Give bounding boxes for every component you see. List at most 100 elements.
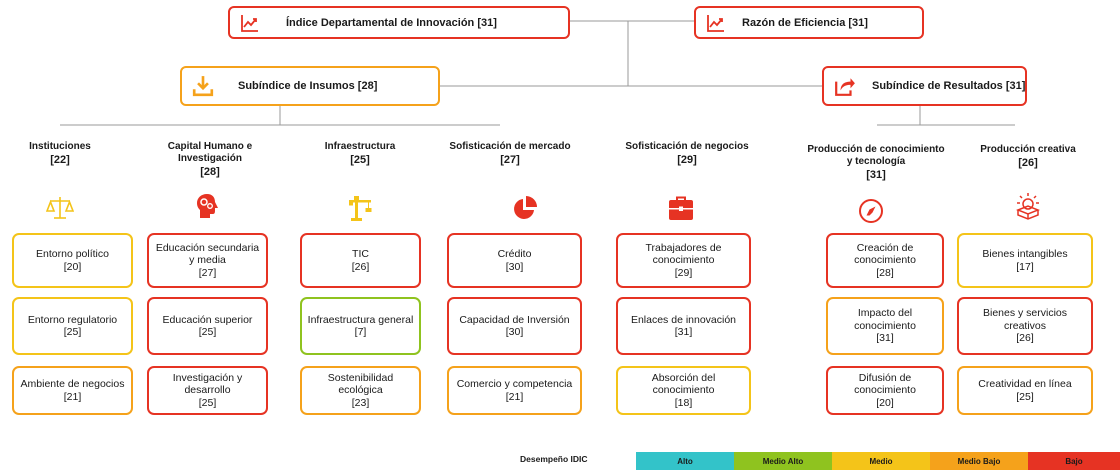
category-value: [29]	[677, 154, 697, 166]
category-value: [26]	[1018, 157, 1038, 169]
category-title: Instituciones	[29, 141, 91, 152]
card-value: [31]	[876, 332, 894, 345]
briefcase-icon	[669, 196, 693, 220]
card-impacto-conocimiento: Impacto del conocimiento [31]	[826, 297, 944, 355]
card-entorno-regulatorio: Entorno regulatorio [25]	[12, 297, 133, 355]
subindice-insumos-box: Subíndice de Insumos [28]	[180, 66, 440, 106]
card-bienes-servicios-creativos: Bienes y servicios creativos [26]	[957, 297, 1093, 355]
share-arrow-icon	[835, 78, 855, 96]
card-value: [25]	[198, 396, 217, 409]
category-title: Producción de conocimiento y tecnología	[807, 144, 945, 167]
card-comercio-competencia: Comercio y competencia [21]	[447, 366, 582, 415]
card-label: Educación secundaria y media	[155, 241, 260, 267]
card-absorcion-conocimiento: Absorción del conocimiento [18]	[616, 366, 751, 415]
card-creatividad-linea: Creatividad en línea [25]	[957, 366, 1093, 415]
category-title: Producción creativa	[980, 144, 1076, 155]
card-label: Entorno político	[36, 248, 109, 260]
legend-medio-bajo: Medio Bajo	[930, 452, 1028, 470]
category-title: Infraestructura	[324, 141, 396, 152]
card-value: [29]	[674, 266, 693, 279]
lightbulb-icon	[1015, 193, 1041, 220]
card-value: [17]	[1016, 260, 1034, 273]
card-ambiente-negocios: Ambiente de negocios [21]	[12, 366, 133, 415]
card-educacion-secundaria: Educación secundaria y media [27]	[147, 233, 268, 288]
card-label: Difusión de conocimiento	[854, 371, 916, 397]
card-value: [31]	[674, 326, 693, 338]
category-value: [31]	[866, 169, 886, 181]
card-investigacion-desarrollo: Investigación y desarrollo [25]	[147, 366, 268, 415]
card-label: Comercio y competencia	[456, 378, 573, 390]
legend-medio-alto: Medio Alto	[734, 452, 832, 470]
card-value: [20]	[876, 396, 894, 409]
category-capital-humano: Capital Humano e Investigación [28]	[145, 141, 275, 178]
card-educacion-superior: Educación superior [25]	[147, 297, 268, 355]
card-label: Trabajadores de conocimiento	[645, 241, 722, 267]
category-title: Sofisticación de mercado	[449, 141, 571, 152]
category-title: Capital Humano e Investigación	[167, 141, 253, 164]
razon-eficiencia-box: Razón de Eficiencia [31]	[694, 6, 924, 39]
legend-medio: Medio	[832, 452, 930, 470]
card-label: Bienes y servicios creativos	[982, 307, 1068, 332]
card-value: [23]	[351, 396, 370, 409]
category-produccion-conocimiento: Producción de conocimiento y tecnología …	[806, 144, 946, 181]
card-tic: TIC [26]	[300, 233, 421, 288]
card-value: [21]	[63, 390, 82, 403]
card-entorno-politico: Entorno político [20]	[12, 233, 133, 288]
card-value: [25]	[63, 326, 82, 338]
trend-chart-icon	[241, 14, 258, 32]
card-value: [27]	[198, 266, 217, 279]
card-label: Bienes intangibles	[982, 248, 1068, 260]
card-label: Creatividad en línea	[978, 378, 1072, 390]
card-credito: Crédito [30]	[447, 233, 582, 288]
card-label: Crédito	[497, 248, 532, 260]
category-value: [22]	[50, 154, 70, 166]
card-label: Absorción del conocimiento	[651, 371, 716, 397]
card-value: [21]	[505, 390, 524, 403]
card-value: [25]	[1016, 390, 1034, 403]
card-label: Capacidad de Inversión	[459, 313, 570, 326]
card-enlaces-innovacion: Enlaces de innovación [31]	[616, 297, 751, 355]
card-value: [7]	[354, 326, 367, 338]
insumos-label: Subíndice de Insumos [28]	[238, 80, 378, 92]
category-sofisticacion-negocios: Sofisticación de negocios [29]	[612, 141, 762, 166]
card-label: Sostenibilidad ecológica	[327, 371, 394, 397]
card-label: Entorno regulatorio	[27, 313, 118, 326]
card-value: [28]	[876, 266, 894, 279]
card-value: [26]	[351, 260, 370, 273]
card-label: Ambiente de negocios	[20, 378, 125, 390]
card-label: Educación superior	[162, 313, 253, 326]
card-label: Impacto del conocimiento	[854, 307, 916, 332]
resultados-label: Subíndice de Resultados [31]	[872, 80, 1026, 92]
compass-icon	[859, 199, 883, 223]
card-label: TIC	[352, 248, 369, 260]
card-capacidad-inversion: Capacidad de Inversión [30]	[447, 297, 582, 355]
card-bienes-intangibles: Bienes intangibles [17]	[957, 233, 1093, 288]
pie-chart-icon	[514, 196, 537, 219]
card-value: [30]	[505, 326, 524, 338]
trend-chart-icon	[707, 14, 724, 32]
category-instituciones: Instituciones [22]	[15, 141, 105, 166]
card-trabajadores-conocimiento: Trabajadores de conocimiento [29]	[616, 233, 751, 288]
card-difusion-conocimiento: Difusión de conocimiento [20]	[826, 366, 944, 415]
crane-icon	[349, 196, 372, 221]
card-creacion-conocimiento: Creación de conocimiento [28]	[826, 233, 944, 288]
head-gears-icon	[197, 194, 218, 218]
category-sofisticacion-mercado: Sofisticación de mercado [27]	[440, 141, 580, 166]
category-value: [28]	[200, 166, 220, 178]
razon-label: Razón de Eficiencia [31]	[742, 16, 868, 29]
card-label: Creación de conocimiento	[854, 241, 916, 267]
subindice-resultados-box: Subíndice de Resultados [31]	[822, 66, 1027, 106]
category-infraestructura: Infraestructura [25]	[310, 141, 410, 166]
indice-label: Índice Departamental de Innovación [31]	[286, 16, 497, 29]
card-value: [25]	[198, 326, 217, 338]
card-value: [30]	[505, 260, 524, 273]
category-title: Sofisticación de negocios	[625, 141, 749, 152]
card-sostenibilidad-ecologica: Sostenibilidad ecológica [23]	[300, 366, 421, 415]
download-icon	[192, 76, 214, 97]
card-value: [26]	[1016, 332, 1034, 345]
card-value: [20]	[63, 260, 82, 273]
legend-bajo: Bajo	[1028, 452, 1120, 470]
legend-alto: Alto	[636, 452, 734, 470]
card-infraestructura-general: Infraestructura general [7]	[300, 297, 421, 355]
category-value: [25]	[350, 154, 370, 166]
